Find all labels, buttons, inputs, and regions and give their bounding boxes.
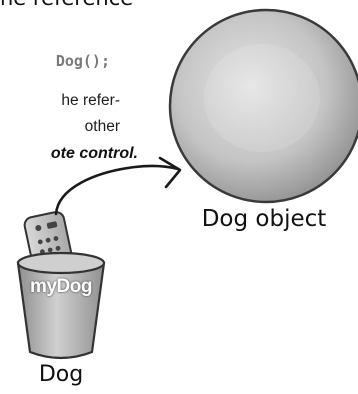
reference-variable-label: myDog [30, 276, 92, 297]
body-text-line-3-emphasis: ote control. [50, 145, 138, 162]
body-text-line-2: other [84, 118, 120, 135]
section-heading: he reference [0, 0, 175, 10]
code-snippet: Dog(); [55, 52, 110, 70]
dog-object-label: Dog object [201, 206, 327, 232]
dog-object-ball [168, 8, 358, 204]
reference-arrow [54, 156, 182, 216]
type-label: Dog [38, 362, 84, 387]
body-text-line-1: he refer- [61, 92, 120, 109]
reference-variable-cup [16, 251, 106, 360]
